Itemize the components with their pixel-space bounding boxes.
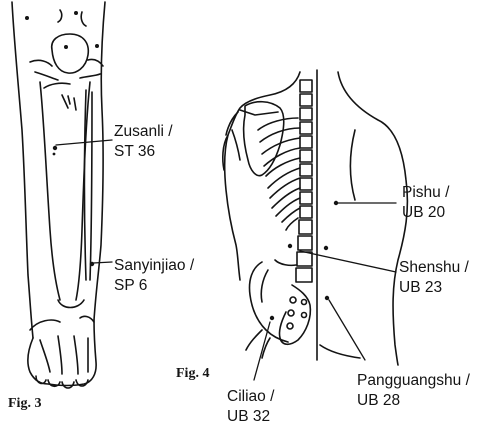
shenshu-point-left [288,244,292,248]
pangguangshu-name: Pangguangshu / [357,371,470,391]
zusanli-point [53,146,57,150]
right-body-outline [338,72,407,365]
pishu-code: UB 20 [402,203,449,223]
leg-illustration [12,2,105,388]
leg-acupoint-markers [53,146,95,266]
tibia [40,82,60,300]
ciliao-label: Ciliao / UB 32 [227,387,274,427]
shenshu-leader [300,251,396,272]
pelvis [250,262,289,342]
leg-outline-right [94,2,105,320]
shenshu-label: Shenshu / UB 23 [399,258,469,298]
pangguangshu-point [325,296,329,300]
leg-outline-left [12,2,33,338]
shenshu-code: UB 23 [399,278,469,298]
zusanli-code: ST 36 [114,142,173,162]
sanyinjiao-name: Sanyinjiao / [114,256,194,276]
pangguangshu-label: Pangguangshu / UB 28 [357,371,470,411]
torso-illustration [223,70,408,365]
fig3-caption: Fig. 3 [8,396,41,412]
fibula [85,90,87,280]
foot [28,320,96,386]
shenshu-point [324,246,328,250]
zusanli-label: Zusanli / ST 36 [114,122,173,162]
ankle [58,300,84,308]
pangguangshu-code: UB 28 [357,391,470,411]
shenshu-name: Shenshu / [399,258,469,278]
leader-lines [56,140,396,380]
zusanli-name: Zusanli / [114,122,173,142]
ciliao-name: Ciliao / [227,387,274,407]
sanyinjiao-label: Sanyinjiao / SP 6 [114,256,194,296]
sanyinjiao-code: SP 6 [114,276,194,296]
pishu-label: Pishu / UB 20 [402,183,449,223]
pangguangshu-leader [329,300,365,360]
sanyinjiao-leader [93,262,112,263]
patella [52,34,89,73]
left-body-outline [225,72,300,280]
ciliao-point [270,316,274,320]
ciliao-code: UB 32 [227,407,274,427]
pishu-name: Pishu / [402,183,449,203]
fig4-caption: Fig. 4 [176,366,209,382]
